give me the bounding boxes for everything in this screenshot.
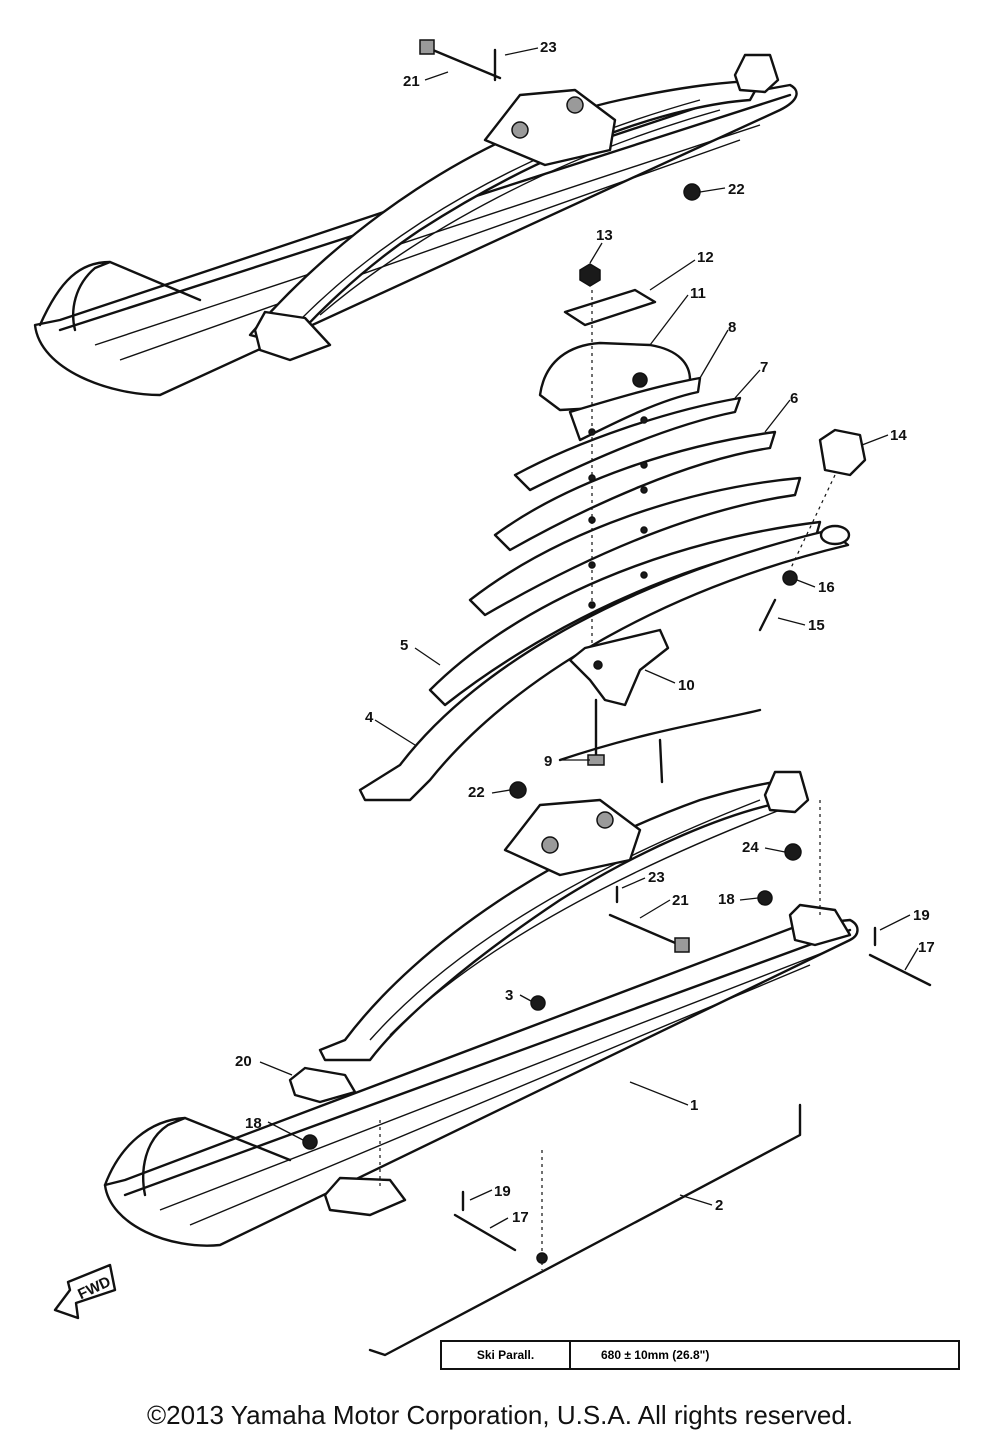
lower-rear-bumper	[763, 770, 810, 814]
lower-clamp-10	[568, 628, 670, 707]
upper-ski-loop	[38, 260, 202, 332]
callout-11: 11	[690, 285, 706, 302]
upper-ski-assembly	[33, 39, 798, 397]
callout-5: 5	[400, 637, 408, 654]
plate-12	[563, 288, 657, 327]
spring-eye	[819, 524, 851, 546]
callout-22-upper: 22	[728, 181, 745, 198]
callout-20: 20	[235, 1053, 252, 1070]
copyright-notice: ©2013 Yamaha Motor Corporation, U.S.A. A…	[146, 1400, 854, 1430]
spec-value: 680 ± 10mm (26.8")	[601, 1348, 710, 1362]
leaf-spring-7	[513, 396, 742, 492]
callout-17-rear: 17	[918, 939, 935, 956]
callout-2: 2	[715, 1197, 723, 1214]
lower-ski-runner	[103, 918, 859, 1247]
pin-17-front	[453, 1213, 517, 1252]
upper-ski-runner	[33, 83, 798, 397]
callout-14: 14	[890, 427, 907, 444]
leaf-spring-6	[493, 430, 777, 552]
exploded-spring-parts	[358, 263, 867, 802]
callout-8: 8	[728, 319, 736, 336]
pin-17-rear	[868, 953, 932, 987]
callout-4: 4	[365, 709, 374, 726]
lower-ski-assembly	[103, 770, 932, 1357]
nut-3	[530, 995, 546, 1011]
callout-1: 1	[690, 1097, 698, 1114]
callout-19-rear: 19	[913, 907, 930, 924]
washer-18-front	[302, 1134, 318, 1150]
upper-nut-22	[683, 183, 701, 201]
wear-rod-2	[368, 1103, 802, 1357]
leaf-spring-6b	[468, 476, 802, 617]
callout-23-lower: 23	[648, 869, 665, 886]
callout-7: 7	[760, 359, 768, 376]
callout-numbers: 23 21 22 13 12 11 8 7 6 14 5 4 10 9 16 1…	[235, 39, 935, 1226]
main-leaf-4	[358, 528, 850, 802]
upper-front-bracket	[253, 310, 332, 362]
callout-18-front: 18	[245, 1115, 262, 1132]
callout-6: 6	[790, 390, 798, 407]
callout-3: 3	[505, 987, 513, 1004]
spec-label: Ski Parall.	[442, 1342, 571, 1368]
lower-rear-bracket	[788, 903, 852, 947]
clip-20	[288, 1066, 357, 1104]
callout-9: 9	[544, 753, 552, 770]
callout-21-upper: 21	[403, 73, 420, 90]
upper-rear-bumper	[733, 53, 780, 94]
ski-parallel-spec: Ski Parall. 680 ± 10mm (26.8")	[440, 1340, 960, 1370]
callout-15: 15	[808, 617, 825, 634]
callout-24: 24	[742, 839, 759, 856]
lower-front-bracket	[323, 1176, 407, 1217]
callout-13: 13	[596, 227, 613, 244]
ski-exploded-diagram: FWD 23 21 22 1	[33, 39, 935, 1357]
washer-16	[782, 570, 798, 586]
fwd-arrow-icon: FWD	[53, 1263, 117, 1320]
callout-12: 12	[697, 249, 714, 266]
bolt-15	[758, 598, 777, 632]
lower-ski-loop	[103, 1116, 292, 1197]
callout-23-upper: 23	[540, 39, 557, 56]
lower-bolt-21	[608, 913, 682, 947]
nut-13	[579, 263, 601, 287]
callout-21-lower: 21	[672, 892, 689, 909]
washer-18-rear	[757, 890, 773, 906]
bumper-14	[818, 428, 867, 477]
leader-lines	[259, 47, 919, 1229]
upper-bolt-21	[426, 46, 502, 80]
callout-17-front: 17	[512, 1209, 529, 1226]
callout-10: 10	[678, 677, 695, 694]
callout-18-rear: 18	[718, 891, 735, 908]
callout-19-front: 19	[494, 1183, 511, 1200]
callout-22-lower: 22	[468, 784, 485, 801]
nut-24	[784, 843, 802, 861]
leaf-spring-8	[568, 376, 702, 442]
callout-16: 16	[818, 579, 835, 596]
nut-22-lower	[509, 781, 527, 799]
